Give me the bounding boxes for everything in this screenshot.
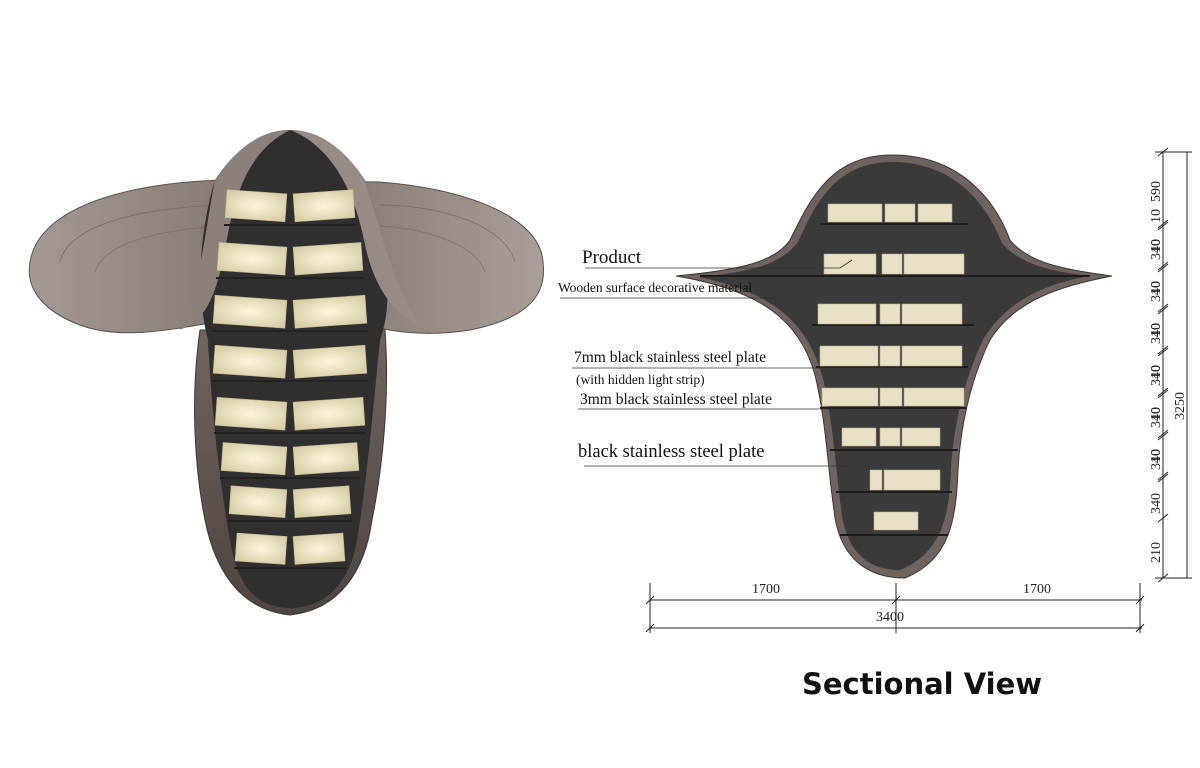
dim-tick-14 bbox=[1157, 473, 1169, 483]
render-product-right-7 bbox=[292, 532, 346, 565]
section-product-18 bbox=[869, 469, 883, 491]
render-product-right-4 bbox=[292, 396, 366, 431]
dim-vertical-9: 10 bbox=[1149, 365, 1164, 379]
dim-vertical-12: 340 bbox=[1149, 449, 1164, 470]
section-drawing bbox=[675, 154, 1113, 579]
dim-left-1700: 1700 bbox=[752, 582, 780, 597]
label-7mm-plate: 7mm black stainless steel plate bbox=[574, 349, 766, 366]
render-product-left-6 bbox=[228, 485, 288, 518]
section-product-12 bbox=[821, 387, 879, 407]
dim-vertical-7: 10 bbox=[1149, 323, 1164, 337]
section-product-1 bbox=[884, 203, 916, 223]
label-3mm-plate: 3mm black stainless steel plate bbox=[580, 391, 772, 408]
section-product-5 bbox=[903, 253, 965, 275]
render-product-right-6 bbox=[292, 485, 352, 518]
dim-tick-0 bbox=[1157, 147, 1169, 157]
render-product-right-2 bbox=[292, 294, 368, 329]
dim-vertical-6: 340 bbox=[1149, 323, 1164, 344]
section-product-4 bbox=[881, 253, 903, 275]
dim-vertical-13: 10 bbox=[1149, 449, 1164, 463]
render-product-left-4 bbox=[214, 396, 288, 431]
render-product-right-3 bbox=[292, 344, 368, 379]
render-product-right-0 bbox=[292, 189, 356, 223]
dim-tick-6 bbox=[1157, 305, 1169, 315]
dim-vertical-3: 10 bbox=[1149, 239, 1164, 253]
dim-tick-13 bbox=[1157, 471, 1169, 481]
dim-tick-12 bbox=[1157, 431, 1169, 441]
dim-tick-15 bbox=[1157, 513, 1169, 523]
section-product-6 bbox=[817, 303, 877, 325]
dim-tick-1 bbox=[1157, 219, 1169, 229]
section-product-8 bbox=[901, 303, 963, 325]
section-shelves bbox=[700, 223, 1090, 536]
label-product: Product bbox=[582, 247, 642, 268]
dim-tick-7 bbox=[1157, 345, 1169, 355]
dim-vertical-1: 10 bbox=[1149, 209, 1164, 223]
render-product-left-5 bbox=[220, 442, 288, 476]
dim-vertical-2: 340 bbox=[1149, 239, 1164, 260]
dim-vertical-0: 590 bbox=[1149, 181, 1164, 202]
dim-tick-10 bbox=[1157, 389, 1169, 399]
label-wooden-surface: Wooden surface decorative material bbox=[558, 280, 752, 295]
dim-vertical-4: 340 bbox=[1149, 281, 1164, 302]
render-product-right-5 bbox=[292, 442, 360, 476]
section-products bbox=[817, 203, 965, 531]
section-product-0 bbox=[827, 203, 883, 223]
section-product-10 bbox=[879, 345, 901, 367]
render-product-right-1 bbox=[292, 242, 364, 276]
dim-tick-8 bbox=[1157, 347, 1169, 357]
section-product-3 bbox=[823, 253, 877, 275]
left-product-stacks bbox=[212, 189, 368, 569]
section-product-11 bbox=[901, 345, 963, 367]
dim-vertical-11: 10 bbox=[1149, 407, 1164, 421]
dim-vertical-10: 340 bbox=[1149, 407, 1164, 428]
render-product-left-0 bbox=[224, 189, 288, 223]
dim-tick-11 bbox=[1157, 429, 1169, 439]
section-product-2 bbox=[917, 203, 953, 223]
render-product-left-2 bbox=[212, 294, 288, 329]
label-steel-plate: black stainless steel plate bbox=[578, 442, 764, 462]
label-7mm-plate-note: (with hidden light strip) bbox=[576, 372, 705, 387]
dim-total-3250: 3250 bbox=[1173, 392, 1188, 420]
perspective-render bbox=[28, 130, 545, 616]
dim-right-1700: 1700 bbox=[1023, 582, 1051, 597]
section-product-9 bbox=[819, 345, 879, 367]
section-product-16 bbox=[879, 427, 901, 447]
section-product-19 bbox=[883, 469, 941, 491]
section-product-7 bbox=[879, 303, 901, 325]
annotations: Product Wooden surface decorative materi… bbox=[558, 247, 920, 467]
dim-tick-3 bbox=[1157, 261, 1169, 271]
render-product-left-7 bbox=[234, 532, 288, 565]
render-product-left-3 bbox=[212, 344, 288, 379]
dim-tick-9 bbox=[1157, 387, 1169, 397]
dim-vertical-8: 340 bbox=[1149, 365, 1164, 386]
dim-tick-16 bbox=[1157, 573, 1169, 583]
section-product-15 bbox=[841, 427, 877, 447]
horizontal-dimensions: 1700 1700 3400 bbox=[645, 582, 1145, 633]
section-product-17 bbox=[901, 427, 941, 447]
section-title: Sectional View bbox=[802, 667, 1042, 701]
section-product-14 bbox=[903, 387, 965, 407]
vertical-dimensions: 5901034010340103401034010340103401034021… bbox=[1149, 147, 1192, 583]
dim-vertical-14: 340 bbox=[1149, 493, 1164, 514]
dim-vertical-15: 210 bbox=[1149, 542, 1164, 563]
render-product-left-1 bbox=[216, 242, 288, 276]
dim-total-3400: 3400 bbox=[876, 610, 904, 625]
dim-tick-2 bbox=[1157, 221, 1169, 231]
dim-vertical-5: 10 bbox=[1149, 281, 1164, 295]
section-product-20 bbox=[873, 511, 919, 531]
dim-tick-5 bbox=[1157, 303, 1169, 313]
section-product-13 bbox=[879, 387, 903, 407]
dim-tick-4 bbox=[1157, 263, 1169, 273]
